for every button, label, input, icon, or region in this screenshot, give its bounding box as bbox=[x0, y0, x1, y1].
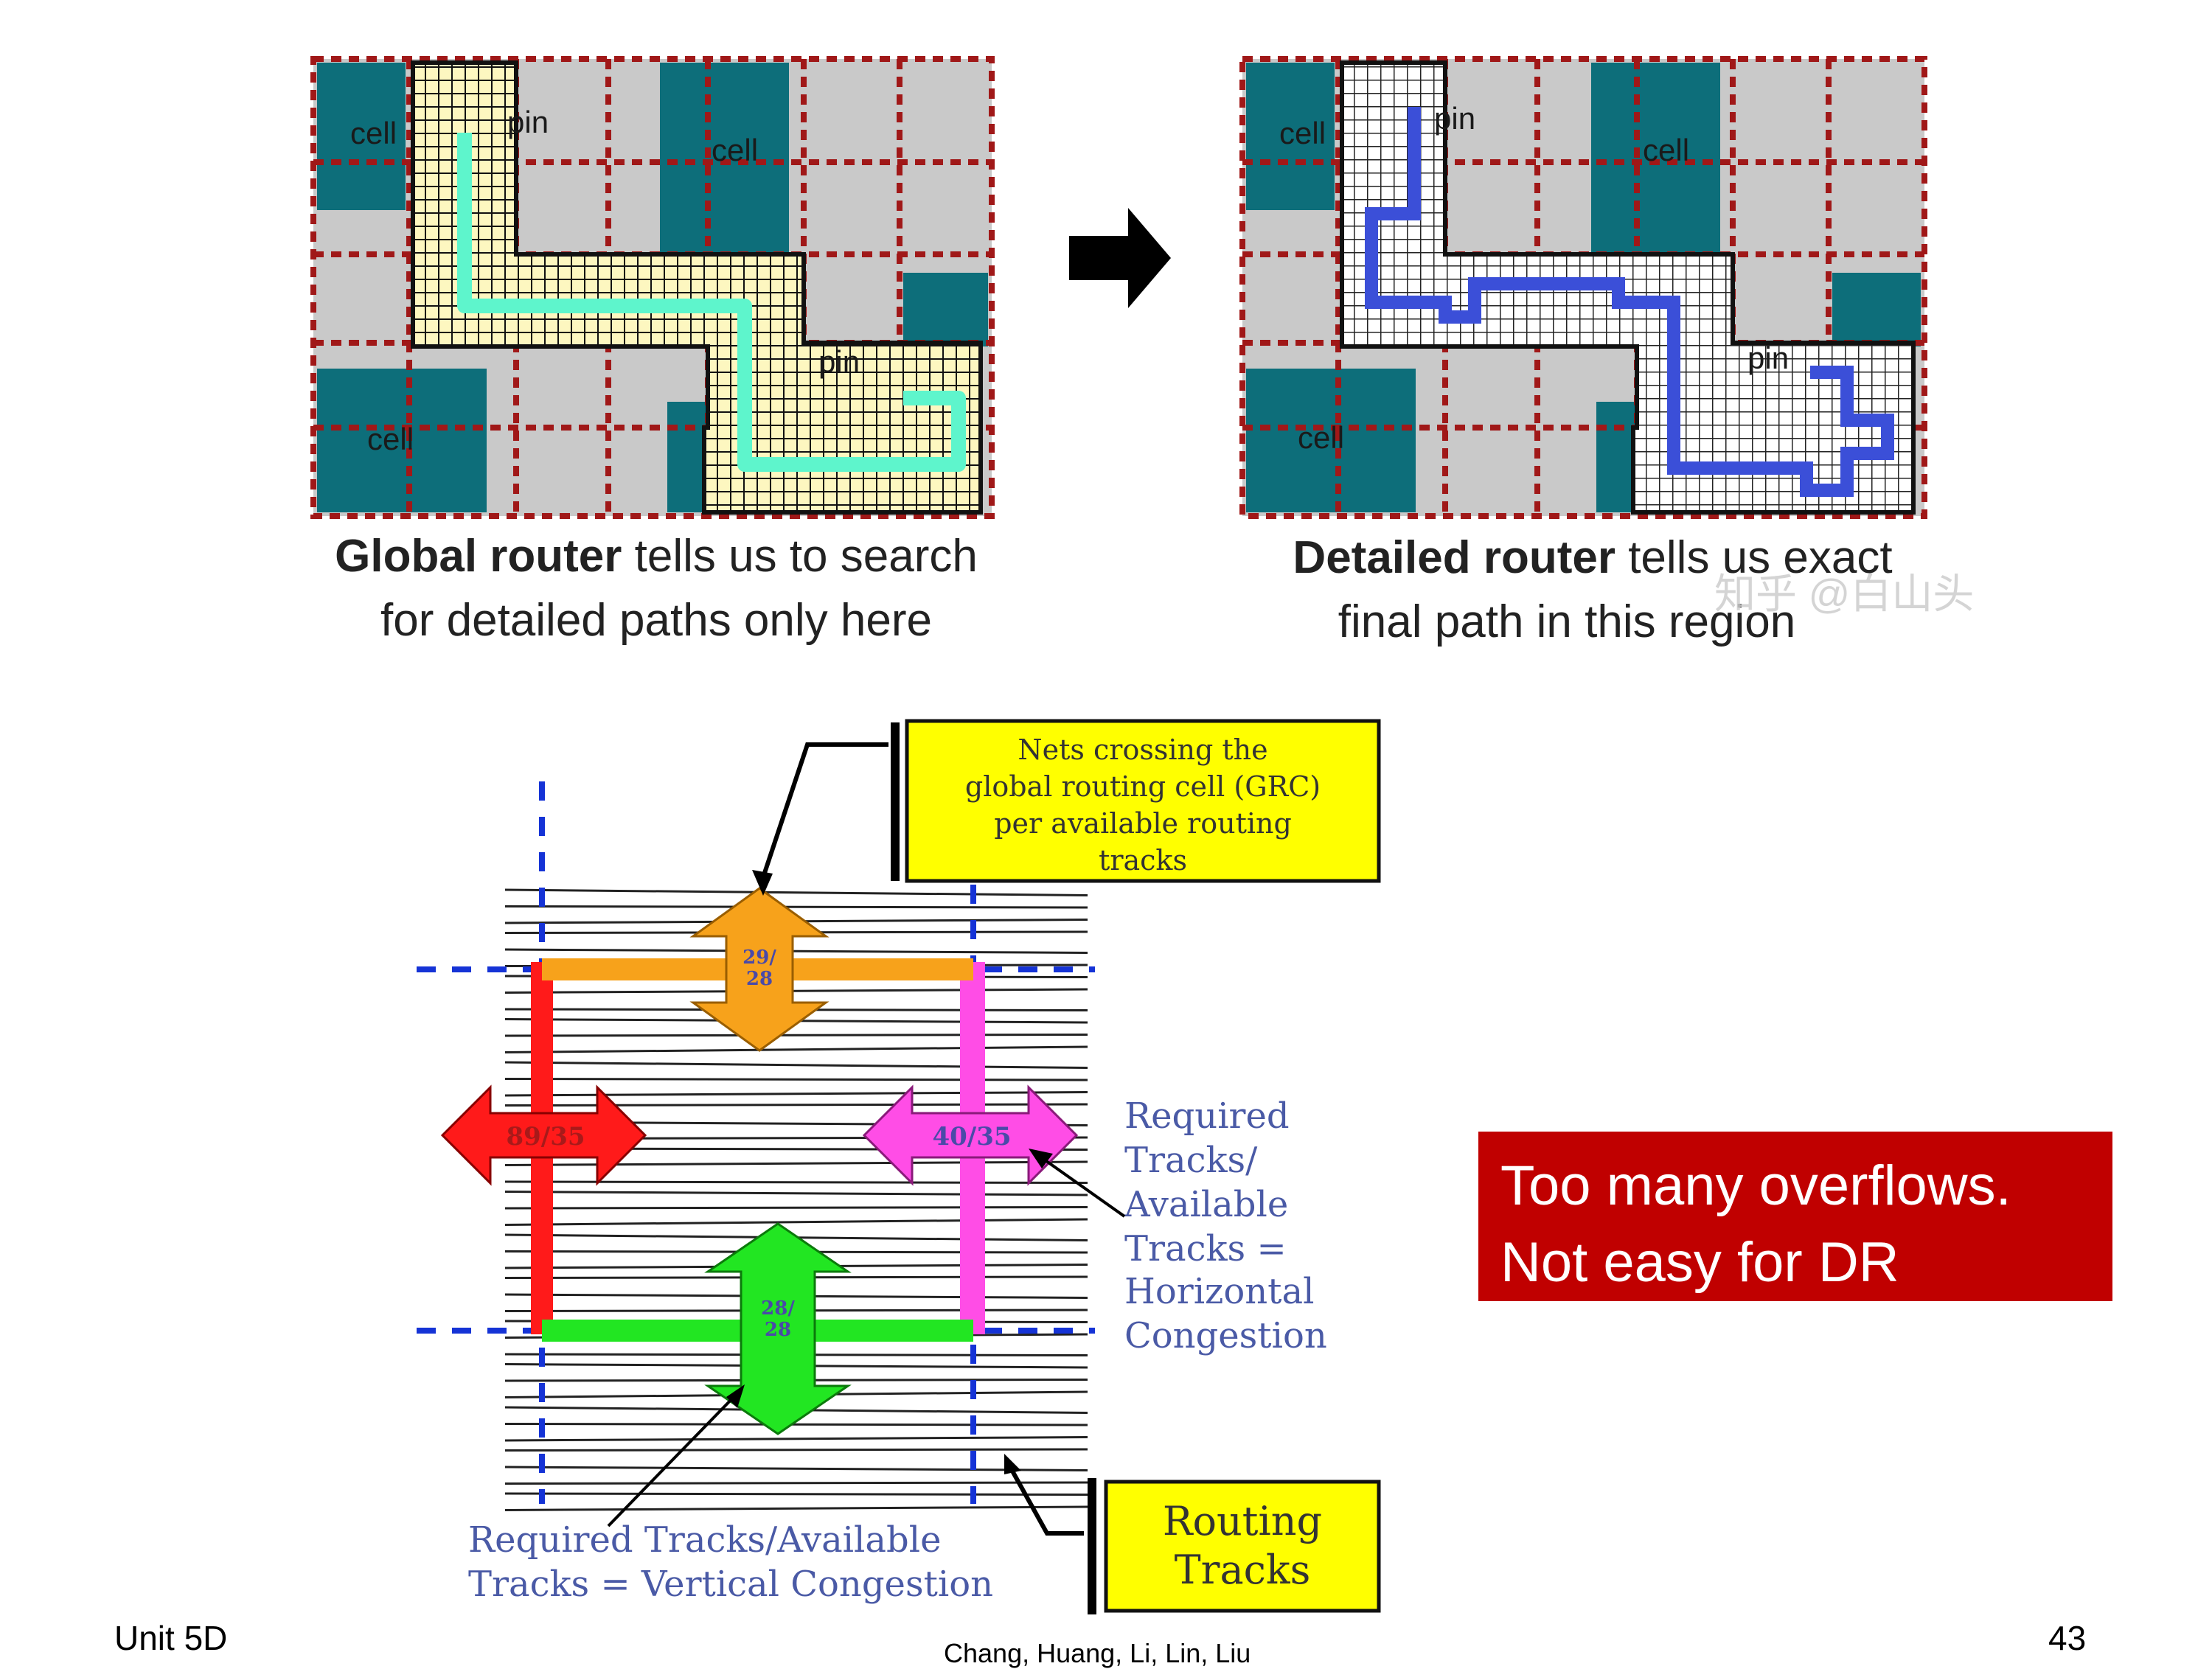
horizontal-congestion-label: Tracks/ bbox=[1124, 1140, 1258, 1181]
congestion-diagram: 29/ 28 89/35 40/35 28/ 28 Nets crossing … bbox=[417, 719, 1381, 1614]
routing-track-line bbox=[504, 1103, 1088, 1107]
cell-block bbox=[1832, 273, 1921, 346]
leader-arrowhead bbox=[1004, 1454, 1021, 1474]
callout-text: Tracks bbox=[1175, 1547, 1311, 1593]
bottom-arrow-label: 28/ bbox=[761, 1297, 795, 1320]
callout-bracket bbox=[891, 722, 900, 881]
routing-track-line bbox=[504, 1466, 1088, 1471]
page-number: 43 bbox=[2048, 1619, 2087, 1657]
routing-track-line bbox=[504, 1160, 1088, 1166]
callout-text: Nets crossing the bbox=[1018, 734, 1267, 766]
right-congestion-arrow bbox=[862, 1084, 1079, 1186]
routing-tracks-callout bbox=[1104, 1480, 1381, 1613]
routing-track-line bbox=[504, 1481, 1088, 1485]
routing-track-line bbox=[504, 988, 1088, 994]
routing-leader bbox=[1008, 1466, 1084, 1536]
callout-text: tracks bbox=[1099, 844, 1187, 877]
routing-track-line bbox=[504, 1191, 1088, 1196]
routing-track-line bbox=[504, 1180, 1088, 1184]
routing-track-line bbox=[504, 1034, 1088, 1037]
routing-track-line bbox=[504, 1492, 1088, 1496]
right-arrow-icon bbox=[1069, 208, 1171, 308]
horizontal-leader bbox=[1034, 1152, 1126, 1218]
callout-leader bbox=[761, 742, 888, 878]
routing-track-line bbox=[504, 1206, 1088, 1210]
routing-track-line bbox=[504, 1505, 1088, 1511]
horizontal-congestion-label: Congestion bbox=[1124, 1315, 1327, 1356]
cell-block bbox=[1246, 369, 1416, 512]
cell-block bbox=[1596, 402, 1637, 512]
routing-track-line bbox=[504, 1423, 1088, 1426]
overflow-note-line: Not easy for DR bbox=[1500, 1231, 1899, 1294]
horizontal-congestion-label: Required bbox=[1124, 1095, 1290, 1137]
overflow-note: Too many overflows. Not easy for DR bbox=[1478, 1132, 2112, 1301]
routing-region bbox=[1340, 60, 1916, 515]
global-path bbox=[457, 133, 966, 472]
global-router-diagram: cell pin cell pin cell bbox=[310, 56, 995, 519]
routing-track-line bbox=[504, 905, 1088, 909]
detailed-caption-line1: Detailed router tells us exact bbox=[1293, 532, 1892, 583]
horizontal-congestion-label: Horizontal bbox=[1124, 1271, 1314, 1312]
cell-label: cell bbox=[1279, 116, 1326, 150]
bottom-arrow-label: 28 bbox=[765, 1319, 791, 1341]
global-caption-line2: for detailed paths only here bbox=[380, 595, 932, 646]
footer-unit: Unit 5D bbox=[114, 1619, 228, 1657]
leader-arrowhead bbox=[1029, 1149, 1053, 1168]
cell-label: cell bbox=[1298, 420, 1344, 455]
horizontal-congestion-label: Available bbox=[1124, 1184, 1288, 1225]
overflow-note-line: Too many overflows. bbox=[1500, 1154, 2011, 1217]
pin-label: pin bbox=[818, 344, 860, 379]
global-caption-line1: Global router tells us to search bbox=[335, 531, 978, 582]
vertical-congestion-label: Required Tracks/Available bbox=[468, 1519, 941, 1561]
routing-track-line bbox=[504, 1091, 1088, 1097]
routing-track-line bbox=[504, 888, 1088, 896]
watermark: 知乎 @白山头 bbox=[1714, 571, 1974, 617]
right-arrow-label: 40/35 bbox=[932, 1122, 1011, 1151]
top-arrow-label: 29/ bbox=[742, 947, 776, 969]
cell-label: cell bbox=[350, 116, 397, 150]
cell-block bbox=[1246, 63, 1335, 210]
detailed-caption-line2: final path in this region bbox=[1338, 596, 1795, 647]
routing-track-line bbox=[504, 1078, 1088, 1081]
left-arrow-label: 89/35 bbox=[506, 1122, 585, 1151]
routing-region bbox=[411, 60, 983, 515]
routing-track-line bbox=[504, 1448, 1088, 1452]
nets-crossing-callout bbox=[905, 719, 1381, 883]
callout-text: Routing bbox=[1163, 1498, 1322, 1544]
leader-arrowhead bbox=[726, 1384, 745, 1408]
cell-block bbox=[1591, 63, 1720, 269]
callout-text: per available routing bbox=[994, 807, 1292, 840]
pin-label: pin bbox=[1434, 101, 1475, 136]
routing-track-line bbox=[504, 1436, 1088, 1442]
top-arrow-label: 28 bbox=[746, 968, 773, 990]
vertical-congestion-label: Tracks = Vertical Congestion bbox=[468, 1564, 993, 1605]
top-congestion-arrow bbox=[689, 887, 830, 1052]
leader-arrowhead bbox=[752, 870, 773, 896]
footer-authors: Chang, Huang, Li, Lin, Liu bbox=[944, 1638, 1251, 1668]
horizontal-congestion-label: Tracks = bbox=[1124, 1228, 1287, 1269]
cell-block bbox=[317, 369, 487, 512]
detailed-path bbox=[1365, 107, 1894, 497]
cell-block bbox=[667, 402, 708, 512]
routing-track-line bbox=[504, 1045, 1088, 1053]
cell-label: cell bbox=[1643, 133, 1689, 167]
routing-track-line bbox=[504, 948, 1088, 954]
routing-track-line bbox=[504, 1218, 1088, 1226]
pin-label: pin bbox=[507, 105, 549, 139]
cell-block bbox=[317, 63, 406, 210]
pin-label: pin bbox=[1747, 341, 1789, 375]
callout-bracket bbox=[1088, 1478, 1096, 1614]
bottom-congestion-arrow bbox=[704, 1222, 852, 1435]
vertical-leader bbox=[607, 1392, 739, 1527]
cell-block bbox=[660, 63, 789, 269]
cell-label: cell bbox=[712, 133, 758, 167]
left-congestion-arrow bbox=[440, 1084, 647, 1186]
cell-label: cell bbox=[367, 422, 414, 456]
routing-track-line bbox=[504, 1061, 1088, 1069]
detailed-router-diagram: cell pin cell pin cell bbox=[1239, 56, 1927, 519]
callout-text: global routing cell (GRC) bbox=[965, 770, 1321, 803]
cell-block bbox=[903, 273, 988, 346]
